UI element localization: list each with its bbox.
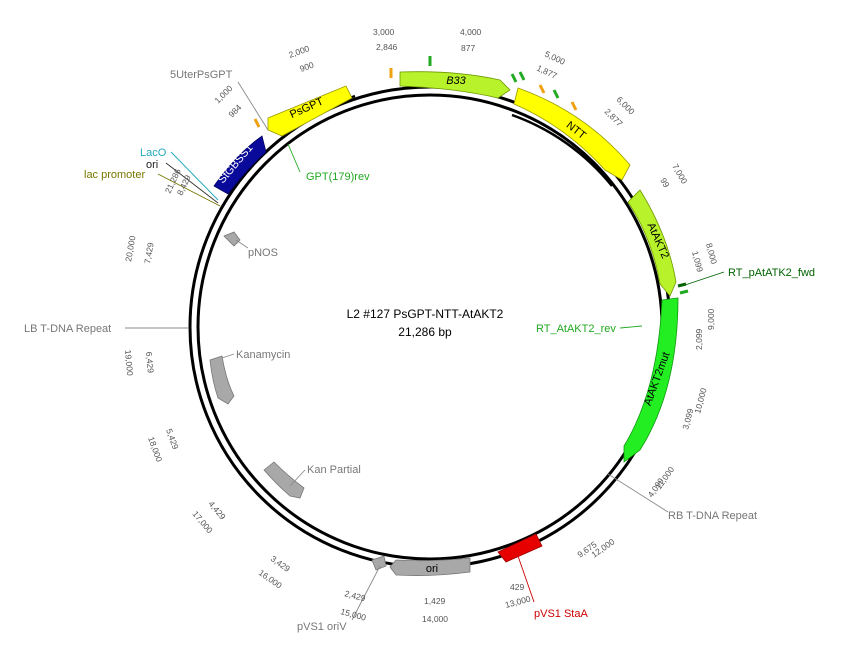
tick-inner-900: 900	[298, 60, 315, 74]
annotation-lac-promoter: lac promoter	[84, 169, 145, 181]
annotation-pvs1-staa: pVS1 StaA	[534, 608, 588, 620]
tick-inner-2099: 2,099	[694, 328, 704, 350]
tick-labels-inner: 984 900 2,846 877 1,877 2,877 99 1,099 2…	[142, 42, 705, 606]
plasmid-name: L2 #127 PsGPT-NTT-AtAKT2	[347, 307, 504, 321]
annotation-laco: LacO	[140, 147, 167, 159]
feature-atakt2mut[interactable]: AtAKT2mut	[623, 297, 679, 463]
tick-9000: 9,000	[706, 308, 716, 330]
tick-2000: 2,000	[287, 43, 311, 60]
feature-kan-partial[interactable]	[263, 461, 305, 499]
feature-ntt[interactable]: NTT	[513, 87, 631, 181]
tick-inner-3099: 3,099	[680, 407, 695, 430]
feature-stgbss1[interactable]: StGBSS1	[213, 135, 267, 195]
tick-1000: 1,000	[212, 83, 234, 105]
tick-14000: 14,000	[422, 614, 448, 624]
tick-inner-3429: 3,429	[269, 553, 292, 574]
tick-inner-2846: 2,846	[376, 42, 398, 52]
tick-4000: 4,000	[460, 27, 482, 37]
annotation-rt-fwd: RT_pAtATK2_fwd	[728, 267, 815, 279]
tick-inner-6429: 6,429	[144, 351, 156, 373]
b33-label: B33	[446, 75, 466, 87]
tick-3000: 3,000	[373, 27, 395, 37]
tick-16000: 16,000	[257, 567, 284, 590]
tick-inner-429: 429	[510, 582, 524, 592]
annotation-lb-repeat: LB T-DNA Repeat	[24, 323, 111, 335]
annotation-pvs1-oriv: pVS1 oriV	[297, 621, 347, 633]
tick-inner-4429: 4,429	[206, 499, 228, 522]
tick-inner-1429: 1,429	[424, 596, 446, 606]
ori-label: ori	[426, 563, 438, 575]
feature-ori[interactable]: ori	[389, 557, 471, 576]
annotation-kan-partial: Kan Partial	[307, 464, 361, 476]
strand-line-ntt	[511, 113, 613, 187]
tick-inner-2877: 2,877	[603, 106, 625, 128]
annotation-rt-rev: RT_AtAKT2_rev	[536, 323, 616, 335]
annotation-gpt-rev: GPT(179)rev	[306, 171, 370, 183]
tick-inner-99: 99	[658, 176, 672, 189]
tick-5000: 5,000	[543, 49, 567, 67]
annotation-rb-repeat: RB T-DNA Repeat	[668, 510, 757, 522]
tick-inner-984: 984	[226, 102, 243, 119]
feature-pvs1-staa[interactable]	[497, 533, 543, 563]
tick-inner-1877: 1,877	[535, 63, 559, 81]
leader-lines	[125, 81, 725, 621]
tick-20000: 20,000	[123, 235, 137, 263]
tick-inner-877: 877	[461, 43, 475, 53]
tick-inner-7429: 7,429	[142, 241, 156, 264]
annotation-pnos: pNOS	[248, 247, 278, 259]
plasmid-size: 21,286 bp	[398, 325, 452, 339]
tick-8000: 8,000	[704, 242, 719, 265]
feature-kanamycin[interactable]	[209, 355, 235, 405]
feature-pnos[interactable]	[223, 231, 241, 247]
tick-19000: 19,000	[123, 349, 135, 376]
feature-atakt2[interactable]: AtAKT2	[627, 189, 677, 297]
small-marks	[253, 56, 689, 295]
annotation-ori: ori	[146, 159, 158, 171]
tick-18000: 18,000	[146, 435, 164, 463]
tick-inner-2429: 2,429	[343, 588, 366, 603]
annotation-5uterpsgpt: 5UterPsGPT	[170, 69, 233, 81]
tick-17000: 17,000	[190, 509, 215, 536]
tick-inner-1099: 1,099	[690, 250, 705, 273]
tick-7000: 7,000	[670, 162, 689, 186]
tick-13000: 13,000	[504, 593, 532, 609]
annotation-kanamycin: Kanamycin	[236, 349, 290, 361]
feature-b33[interactable]: B33	[399, 71, 511, 99]
feature-pvs1-oriv[interactable]	[371, 555, 387, 571]
tick-inner-5429: 5,429	[164, 427, 181, 451]
